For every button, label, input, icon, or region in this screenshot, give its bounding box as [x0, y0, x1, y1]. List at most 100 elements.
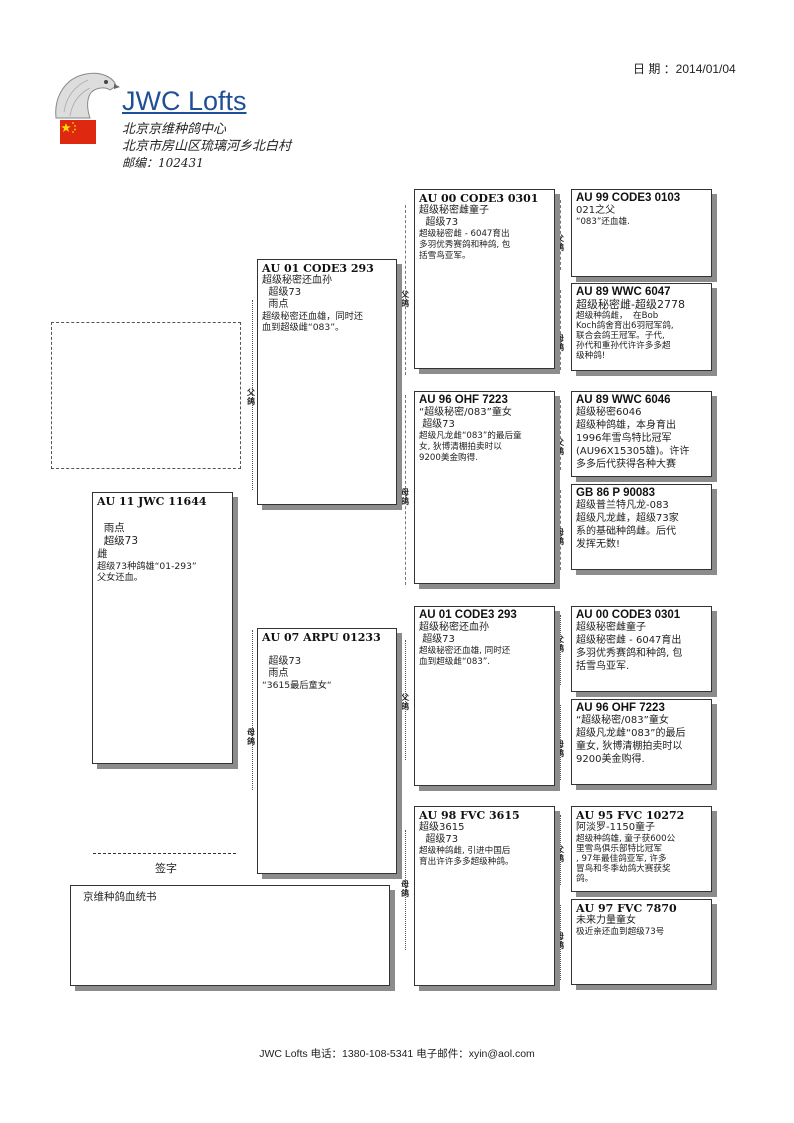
- connector-line: [405, 395, 406, 585]
- brand-title[interactable]: JWC Lofts: [122, 86, 247, 116]
- pedigree-lines: 雨点 超级73 雌: [97, 522, 139, 560]
- father-tag: 父鸽: [401, 290, 409, 308]
- dss-card[interactable]: AU 00 CODE3 0301 超级秘密雌童子 超级秘密雌 - 6047育出 …: [571, 606, 712, 692]
- pedigree-note: 超级种鸽雌， 在Bob Koch鸽舍育出6羽冠军鸽, 联合会鸽王冠军。子代, 孙…: [576, 311, 674, 361]
- photo-placeholder[interactable]: [51, 322, 241, 469]
- connector-line: [560, 400, 561, 470]
- father-tag: 父鸽: [556, 234, 564, 252]
- connector-line: [560, 615, 561, 685]
- connector-line: [560, 200, 561, 270]
- ring-number: GB 86 P 90083: [576, 487, 656, 499]
- sdd-card[interactable]: GB 86 P 90083 超级普兰特凡龙-083 超级凡龙雌，超级73家 系的…: [571, 484, 712, 570]
- pedigree-lines: 超级秘密还血孙 超级73 雨点: [262, 275, 332, 310]
- mother-tag: 母鸽: [556, 334, 564, 352]
- ring-number: AU 95 FVC 10272: [576, 809, 685, 822]
- ring-number: AU 89 WWC 6046: [576, 394, 671, 406]
- pedigree-note: 超级秘密雌 - 6047育出 多羽优秀赛鸽和种鸽, 包 括雪鸟亚军。: [419, 229, 511, 261]
- ring-number: AU 00 CODE3 0301: [576, 609, 681, 621]
- sire-dam-card[interactable]: AU 96 OHF 7223 “超级秘密/083”童女 超级73 超级凡龙雌“0…: [414, 391, 555, 584]
- pedigree-note: 超级凡龙雌“083”的最后 童女, 狄博清棚拍卖时以 9200美金购得.: [576, 728, 686, 765]
- pedigree-lines: 超级3615 超级73: [419, 822, 465, 845]
- mother-tag: 母鸽: [401, 488, 409, 506]
- dsd-card[interactable]: AU 96 OHF 7223 “超级秘密/083”童女 超级凡龙雌“083”的最…: [571, 699, 712, 785]
- pedigree-note: 超级秘密雌 - 6047育出 多羽优秀赛鸽和种鸽, 包 括雪鸟亚军.: [576, 635, 683, 672]
- pedigree-lines: 超级73 雨点: [268, 656, 302, 679]
- pedigree-note: 超级73种鸽雄“01-293” 父女还血。: [97, 561, 197, 583]
- father-tag: 父鸽: [556, 845, 564, 863]
- pigeon-logo: [50, 68, 120, 120]
- pedigree-note: 超级凡龙雌“083”的最后童 女, 狄博清棚拍卖时以 9200美金购得.: [419, 431, 522, 463]
- loft-postcode: 邮编：102431: [122, 156, 204, 170]
- loft-address: 北京市房山区琉璃河乡北白村: [122, 139, 292, 154]
- connector-line: [560, 705, 561, 780]
- connector-line: [252, 300, 253, 490]
- ring-number: AU 96 OHF 7223: [419, 394, 508, 406]
- pedigree-note: 超级凡龙雌，超级73家 系的基础种鸽雌。后代 发挥无数!: [576, 513, 679, 550]
- connector-line: [560, 290, 561, 370]
- ring-number: AU 99 CODE3 0103: [576, 192, 681, 204]
- date-text: 日 期 ：2014/01/04: [633, 62, 736, 76]
- connector-line: [405, 205, 406, 375]
- connector-line: [560, 815, 561, 885]
- sire-sire-card[interactable]: AU 00 CODE3 0301 超级秘密雌童子 超级73 超级秘密雌 - 60…: [414, 189, 555, 369]
- connector-line: [405, 640, 406, 760]
- pedigree-lines: 021之父: [576, 205, 616, 216]
- signature-label: 签字: [155, 862, 177, 875]
- connector-line: [252, 630, 253, 790]
- ring-number: AU 07 ARPU 01233: [262, 631, 381, 644]
- dam-card[interactable]: AU 07 ARPU 01233 超级73 雨点 “3615最后童女“: [257, 628, 397, 874]
- pedigree-note: “3615最后童女“: [262, 680, 332, 691]
- pedigree-lines: 超级秘密还血孙 超级73: [419, 622, 489, 645]
- connector-line: [405, 830, 406, 950]
- sire-card[interactable]: AU 01 CODE3 293 超级秘密还血孙 超级73 雨点 超级秘密还血雄，…: [257, 259, 397, 505]
- pedigree-lines: 阿淡罗-1150童子: [576, 822, 656, 833]
- connector-line: [560, 490, 561, 570]
- ring-number: AU 89 WWC 6047: [576, 286, 671, 298]
- dds-card[interactable]: AU 95 FVC 10272 阿淡罗-1150童子 超级种鸽雄, 童子获600…: [571, 806, 712, 892]
- pedigree-lines: 超级秘密6046: [576, 407, 642, 418]
- pedigree-note: 超级秘密还血雄, 同时还 血到超级雌“083”.: [419, 646, 511, 667]
- subject-card[interactable]: AU 11 JWC 11644 雨点 超级73 雌 超级73种鸽雄“01-293…: [92, 492, 233, 764]
- china-flag-icon: [60, 120, 96, 144]
- pedigree-lines: “超级秘密/083”童女 超级73: [419, 407, 512, 430]
- pedigree-note: 超级秘密还血雄，同时还 血到超级雌“083”。: [262, 311, 364, 333]
- mother-tag: 母鸽: [556, 528, 564, 546]
- dam-sire-card[interactable]: AU 01 CODE3 293 超级秘密还血孙 超级73 超级秘密还血雄, 同时…: [414, 606, 555, 786]
- mother-tag: 母鸽: [556, 740, 564, 758]
- pedigree-lines: 超级秘密雌-超级2778: [576, 298, 685, 311]
- pedigree-note: 超级种鸽雄, 童子获600公 里雪鸟俱乐部特比冠军 , 97年最佳鸽亚军, 许多…: [576, 834, 676, 884]
- ring-number: AU 00 CODE3 0301: [419, 192, 539, 205]
- ring-number: AU 01 CODE3 293: [419, 609, 517, 621]
- mother-tag: 母鸽: [247, 728, 255, 746]
- ring-number: AU 97 FVC 7870: [576, 902, 677, 915]
- pedigree-lines: 超级普兰特凡龙-083: [576, 500, 669, 511]
- signature-line: [93, 853, 236, 854]
- sds-card[interactable]: AU 89 WWC 6046 超级秘密6046 超级种鸽雄，本身育出 1996年…: [571, 391, 712, 477]
- father-tag: 父鸽: [247, 388, 255, 406]
- father-tag: 父鸽: [401, 693, 409, 711]
- sss-card[interactable]: AU 99 CODE3 0103 021之父 “083”还血雄.: [571, 189, 712, 277]
- mother-tag: 母鸽: [556, 932, 564, 950]
- connector-line: [560, 905, 561, 980]
- ring-number: AU 98 FVC 3615: [419, 809, 520, 822]
- pedigree-note: “083”还血雄.: [576, 217, 630, 227]
- certificate-box[interactable]: 京维种鸽血统书: [70, 885, 390, 986]
- pedigree-note: 极近亲还血到超级73号: [576, 927, 665, 937]
- ring-number: AU 96 OHF 7223: [576, 702, 665, 714]
- pedigree-note: 超级种鸽雌, 引进中国后 育出许许多多超级种鸽。: [419, 846, 514, 867]
- certificate-title: 京维种鸽血统书: [83, 891, 157, 903]
- father-tag: 父鸽: [556, 635, 564, 653]
- father-tag: 父鸽: [556, 438, 564, 456]
- pedigree-note: 超级种鸽雄，本身育出 1996年雪鸟特比冠军 (AU96X15305雄)。许许 …: [576, 420, 690, 470]
- ddd-card[interactable]: AU 97 FVC 7870 未来力量童女 极近亲还血到超级73号: [571, 899, 712, 985]
- ring-number: AU 11 JWC 11644: [97, 495, 207, 508]
- footer-contact: JWC Lofts 电话：1380-108-5341 电子邮件：xyin@aol…: [259, 1048, 535, 1060]
- mother-tag: 母鸽: [401, 880, 409, 898]
- pedigree-lines: “超级秘密/083”童女: [576, 715, 669, 726]
- dam-dam-card[interactable]: AU 98 FVC 3615 超级3615 超级73 超级种鸽雌, 引进中国后 …: [414, 806, 555, 986]
- ring-number: AU 01 CODE3 293: [262, 262, 374, 275]
- ssd-card[interactable]: AU 89 WWC 6047 超级秘密雌-超级2778 超级种鸽雌， 在Bob …: [571, 283, 712, 371]
- loft-name-cn: 北京京维种鸽中心: [122, 122, 227, 137]
- pedigree-lines: 超级秘密雌童子: [576, 622, 646, 633]
- pedigree-lines: 超级秘密雌童子 超级73: [419, 205, 489, 228]
